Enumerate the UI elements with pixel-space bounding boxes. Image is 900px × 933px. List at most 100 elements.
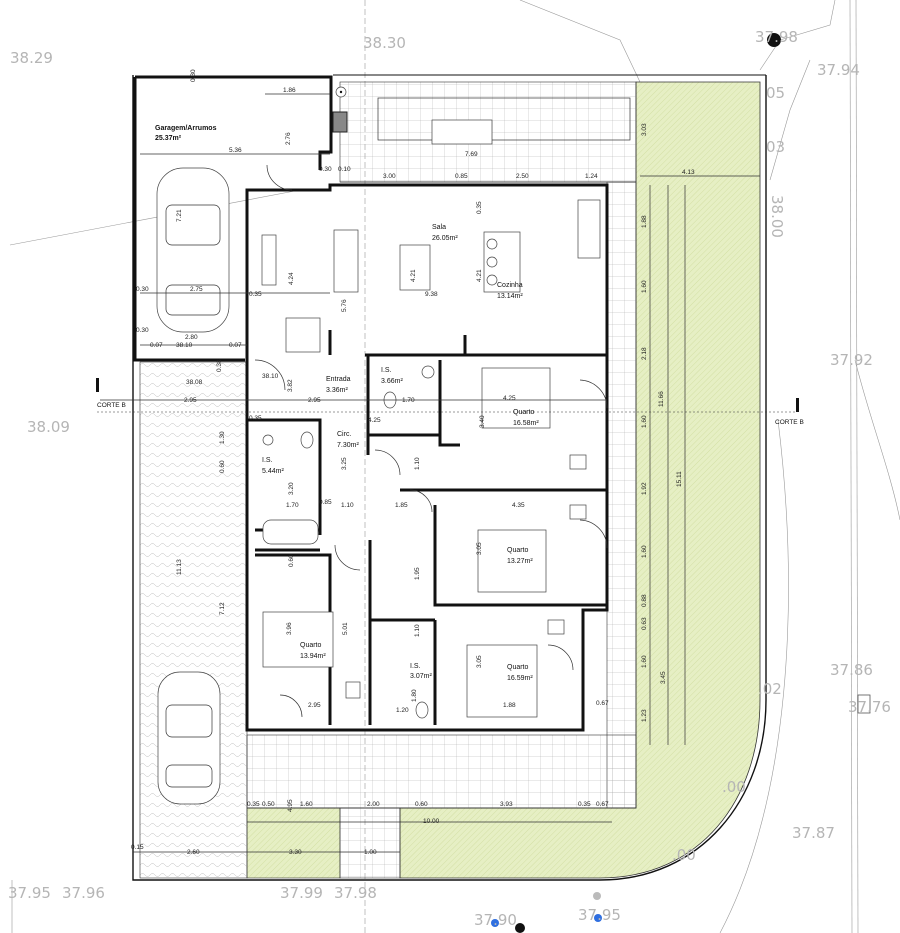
- dimension-label: 5.01: [342, 622, 349, 635]
- elevation-label: 37.92: [830, 351, 873, 369]
- svg-text:13.94m²: 13.94m²: [300, 653, 326, 660]
- dimension-label: 3.40: [479, 415, 486, 428]
- svg-text:Sala: Sala: [432, 224, 446, 231]
- dimension-label: 9.38: [425, 291, 438, 298]
- svg-text:Garagem/Arrumos: Garagem/Arrumos: [155, 125, 217, 132]
- svg-text:I.S.: I.S.: [410, 663, 421, 670]
- dimension-label: 0.30: [190, 69, 197, 82]
- svg-text:Entrada: Entrada: [326, 376, 351, 383]
- dimension-label: 2.95: [308, 397, 321, 404]
- dimension-label: 4.21: [410, 269, 417, 282]
- bed: [262, 611, 334, 668]
- dimension-label: 4.24: [288, 272, 295, 285]
- elevation-label: 37.94: [817, 61, 860, 79]
- dimension-label: 1.60: [641, 655, 648, 668]
- dimension-label: 1.92: [641, 482, 648, 495]
- section-label-left: CORTE B: [97, 402, 126, 409]
- room-is-3: I.S. 3.07m²: [410, 663, 432, 680]
- dimension-label: 0.63: [641, 617, 648, 630]
- dimension-label: 0.85: [319, 499, 332, 506]
- bathtub: [262, 519, 319, 545]
- dimension-label: 0.85: [455, 173, 468, 180]
- dimension-label: 0.60: [415, 801, 428, 808]
- dimension-label: 2.00: [367, 801, 380, 808]
- car-driveway: [157, 671, 221, 805]
- elevation-label: 38.00: [768, 195, 786, 238]
- dimension-label: 7.12: [219, 602, 226, 615]
- dimension-label: 2.18: [641, 347, 648, 360]
- room-circulation: Circ.7.30m²: [337, 431, 359, 449]
- dimension-label: 0.67: [596, 801, 609, 808]
- dimension-label: 1.70: [402, 397, 415, 404]
- dimension-label: 1.20: [396, 707, 409, 714]
- dimension-label: 4.21: [476, 269, 483, 282]
- dimension-label: 1.60: [641, 545, 648, 558]
- bed: [481, 367, 551, 429]
- dimension-label: 38.10: [176, 342, 193, 349]
- svg-text:3.07m²: 3.07m²: [410, 673, 432, 680]
- dimension-label: 2.76: [285, 132, 292, 145]
- dimension-label: 3.45: [660, 671, 667, 684]
- room-entrada: Entrada 3.36m²: [326, 376, 351, 394]
- lawn-south-west: [246, 807, 341, 879]
- svg-text:3.66m²: 3.66m²: [381, 378, 403, 385]
- lawn-areas: [246, 81, 761, 879]
- bed: [466, 644, 538, 718]
- dimension-label: 2.95: [308, 702, 321, 709]
- dimension-label: 4.35: [512, 502, 525, 509]
- elevation-label: 03: [766, 138, 785, 156]
- dimension-label: 1.60: [300, 801, 313, 808]
- svg-text:I.S.: I.S.: [381, 367, 392, 374]
- svg-text:13.14m²: 13.14m²: [497, 293, 523, 300]
- dimension-lines: [100, 93, 760, 853]
- survey-point: [594, 914, 602, 922]
- svg-text:16.58m²: 16.58m²: [513, 420, 539, 427]
- dimension-label: 0.30: [319, 166, 332, 173]
- dining-table: [399, 244, 431, 291]
- elevation-label: .00: [722, 778, 746, 796]
- svg-text:5.44m²: 5.44m²: [262, 468, 284, 475]
- svg-text:3.36m²: 3.36m²: [326, 387, 348, 394]
- dimension-label: 0.10: [338, 166, 351, 173]
- dimension-label: 0.50: [262, 801, 275, 808]
- dimension-label: 1.23: [641, 709, 648, 722]
- dimension-label: 5.76: [341, 299, 348, 312]
- house-walls: [245, 183, 609, 732]
- elevation-label: 37.90: [474, 911, 517, 929]
- dimension-label: 1.00: [364, 849, 377, 856]
- dimension-label: 3.03: [641, 123, 648, 136]
- room-is-1: I.S. 3.66m²: [381, 367, 403, 385]
- elevation-label: 37.99: [280, 884, 323, 902]
- elevation-label: 37.98: [755, 28, 798, 46]
- dimension-label: 1.85: [395, 502, 408, 509]
- dimension-label: 1.10: [341, 502, 354, 509]
- dimension-label: 2.75: [190, 286, 203, 293]
- dimension-label: 5.36: [229, 147, 242, 154]
- dimension-label: 1.10: [414, 624, 421, 637]
- dimension-label: 3.96: [286, 622, 293, 635]
- dimension-label: 3.05: [476, 655, 483, 668]
- elevation-label: 37.95: [8, 884, 51, 902]
- dimension-label: 3.05: [476, 542, 483, 555]
- dimension-label: 0.60: [288, 554, 295, 567]
- svg-text:Quarto: Quarto: [507, 664, 529, 671]
- elevation-label: 37.87: [792, 824, 835, 842]
- south-terrace: [246, 734, 637, 809]
- dimension-label: 1.86: [283, 87, 296, 94]
- dimension-label: 2.80: [185, 334, 198, 341]
- dimension-label: 0.38: [216, 359, 223, 372]
- room-is-2: I.S.5.44m²: [262, 457, 284, 475]
- dimension-label: 4.25: [503, 395, 516, 402]
- elevation-label: .00: [672, 846, 696, 864]
- car-garage: [156, 167, 230, 333]
- elevation-label: 38.30: [363, 34, 406, 52]
- east-terrace-strip: [606, 181, 637, 809]
- outdoor-dining-table: [431, 119, 493, 145]
- elevation-label: 37.95: [578, 906, 621, 924]
- svg-text:Quarto: Quarto: [513, 409, 535, 416]
